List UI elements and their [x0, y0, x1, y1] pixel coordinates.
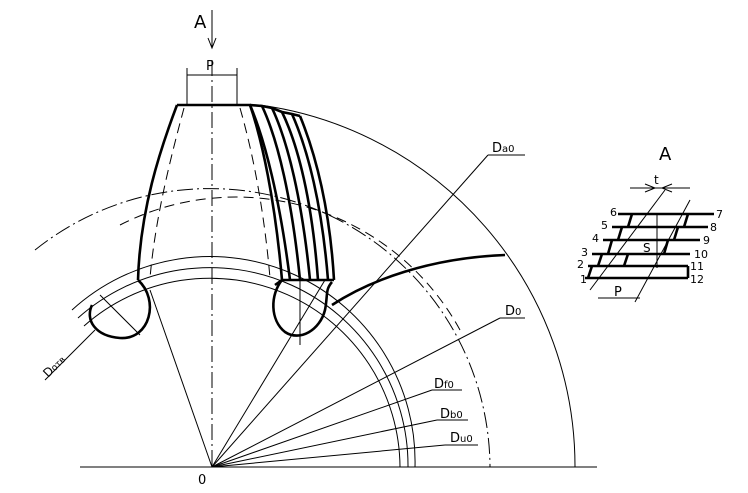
num-1: 1	[580, 273, 587, 286]
detail-connector	[606, 239, 614, 255]
radial-da0	[211, 154, 489, 468]
tooth-dashed-profile-right	[239, 107, 271, 279]
detail-view-a: A t S P 6 5 4 3	[577, 144, 723, 303]
radial-tooth-right	[211, 279, 326, 468]
num-8: 8	[710, 221, 717, 234]
t-label: t	[654, 173, 659, 187]
hub-arc-1	[71, 256, 416, 468]
detail-helix-right	[634, 199, 691, 303]
detail-connector	[622, 253, 630, 267]
num-6: 6	[610, 206, 617, 219]
flank-line-1	[248, 104, 292, 281]
detail-connector	[616, 226, 624, 241]
flank-line-5	[290, 113, 330, 281]
outer-diameter-arc	[259, 104, 576, 468]
dotv-leader	[44, 329, 96, 381]
s-label: S	[643, 241, 651, 255]
t-arrow-right	[660, 183, 673, 193]
num-7: 7	[716, 208, 723, 221]
detail-view-a-label: A	[659, 144, 672, 165]
left-groove	[88, 279, 152, 340]
right-groove	[272, 279, 334, 337]
num-12: 12	[690, 273, 704, 286]
num-11: 11	[690, 260, 704, 273]
detail-connector	[682, 213, 690, 228]
flank-line-6	[298, 115, 336, 281]
origin-label: 0	[198, 473, 206, 488]
db0-label: Db0	[440, 407, 463, 422]
radial-du0	[211, 444, 446, 468]
detail-connector	[596, 253, 604, 267]
du0-label: Du0	[450, 431, 473, 446]
num-2: 2	[577, 258, 584, 271]
radial-d0	[211, 317, 501, 468]
p-label: P	[614, 285, 622, 300]
tooth-dashed-profile	[149, 107, 185, 279]
detail-connector	[672, 226, 680, 241]
flute-curve	[331, 253, 506, 307]
flank-line-2	[260, 105, 302, 281]
view-a-label: A	[194, 12, 207, 33]
groove-centerline-left	[99, 294, 141, 336]
num-9: 9	[703, 234, 710, 247]
d0-label: D0	[505, 304, 521, 319]
root-circle-arc	[119, 196, 461, 331]
detail-helix-left	[589, 189, 666, 291]
view-a-arrowhead	[207, 37, 217, 50]
num-5: 5	[601, 219, 608, 232]
num-3: 3	[581, 246, 588, 259]
num-10: 10	[694, 248, 708, 261]
pitch-circle-arc	[34, 188, 491, 468]
flank-line-4	[280, 111, 320, 281]
pitch-label: P	[206, 59, 214, 74]
df0-label: Df0	[434, 377, 454, 392]
radial-db0	[211, 419, 438, 468]
hub-arc-2	[77, 267, 409, 468]
radial-df0	[211, 389, 433, 468]
hub-arc-3	[83, 277, 401, 468]
da0-label: Da0	[492, 141, 515, 156]
num-4: 4	[592, 232, 599, 245]
detail-connector	[626, 213, 634, 228]
t-arrow-left	[644, 183, 657, 193]
flank-tops	[249, 103, 301, 118]
detail-connector	[586, 265, 594, 279]
flank-line-3	[270, 107, 312, 281]
dotv-label: Dотв	[40, 352, 68, 380]
radial-tooth-left	[149, 289, 213, 468]
